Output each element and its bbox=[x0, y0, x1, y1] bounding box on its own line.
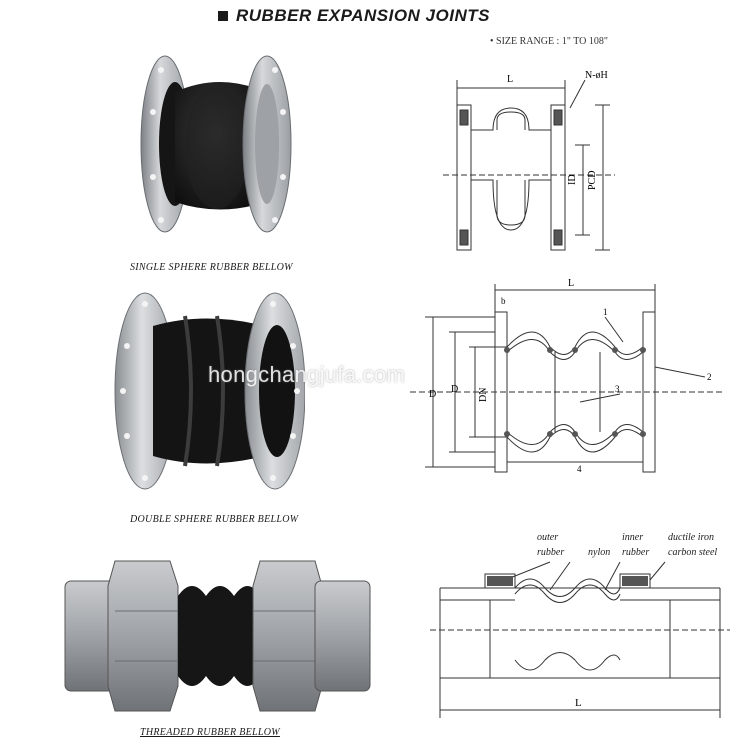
dim-L-label: L bbox=[568, 278, 574, 289]
callout-1-label: 1 bbox=[603, 307, 608, 317]
title-bullet-icon bbox=[218, 11, 228, 21]
callout-2-label: 2 bbox=[707, 372, 712, 382]
label-carbon-steel: carbon steel bbox=[668, 547, 718, 558]
callout-3-label: 3 bbox=[615, 384, 620, 394]
single-sphere-caption: SINGLE SPHERE RUBBER BELLOW bbox=[130, 262, 293, 273]
size-range-note: • SIZE RANGE : 1" TO 108" bbox=[490, 36, 608, 47]
double-sphere-drawing: L b D D DN 1 2 3 4 bbox=[410, 278, 725, 474]
dim-holes-label: N-øH bbox=[585, 70, 608, 81]
dim-D1-label: D bbox=[451, 384, 458, 395]
watermark-text: hongchangjufa.com bbox=[208, 362, 406, 387]
dim-L-label: L bbox=[507, 74, 513, 85]
dim-DN-label: DN bbox=[478, 388, 489, 402]
dim-D-label: D bbox=[429, 389, 436, 400]
single-sphere-photo bbox=[140, 55, 292, 233]
single-sphere-drawing: L N-øH ID PCD bbox=[443, 70, 615, 251]
dim-b-label: b bbox=[501, 296, 506, 306]
label-ductile-iron: ductile iron bbox=[668, 532, 715, 543]
threaded-drawing: L bbox=[430, 561, 730, 718]
label-nylon: nylon bbox=[588, 547, 611, 558]
threaded-photo bbox=[64, 560, 371, 712]
dim-PCD-label: PCD bbox=[587, 171, 598, 190]
label-rubber-inner: rubber bbox=[622, 547, 650, 558]
dim-L-label: L bbox=[575, 697, 582, 709]
double-sphere-caption: DOUBLE SPHERE RUBBER BELLOW bbox=[130, 514, 299, 525]
label-rubber-outer: rubber bbox=[537, 547, 565, 558]
label-outer: outer bbox=[537, 532, 559, 543]
page-title: RUBBER EXPANSION JOINTS bbox=[236, 6, 490, 25]
threaded-caption: THREADED RUBBER BELLOW bbox=[140, 727, 280, 738]
callout-4-label: 4 bbox=[577, 464, 582, 474]
double-sphere-photo bbox=[114, 292, 305, 490]
dim-ID-label: ID bbox=[567, 174, 578, 185]
label-inner: inner bbox=[622, 532, 644, 543]
